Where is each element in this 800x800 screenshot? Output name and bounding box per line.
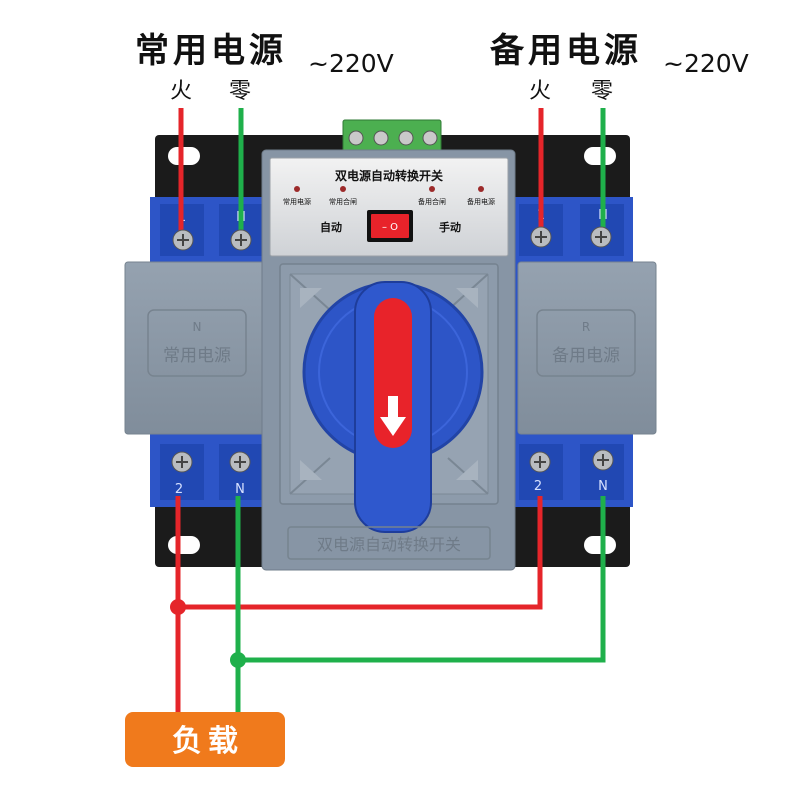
terminal-label-left-bottom-2: 2 <box>175 482 183 497</box>
right-cover: R 备用电源 <box>517 261 657 435</box>
screw-icon <box>229 451 251 473</box>
indicator-light-icon <box>429 186 435 192</box>
screw-icon <box>398 130 414 146</box>
down-arrow-icon <box>380 396 406 436</box>
rocker-button[interactable] <box>371 214 409 238</box>
knob-red-insert <box>374 298 412 448</box>
load-box: 负载 <box>125 712 285 767</box>
screw-icon <box>373 130 389 146</box>
indicator-light-icon <box>340 186 346 192</box>
terminal-screws <box>171 226 614 473</box>
indicator-label-backup-closed: 备用合闸 <box>418 197 446 206</box>
output-wires <box>170 496 606 716</box>
right-cover-plate <box>517 261 657 435</box>
backup-neutral-output-wire <box>238 496 606 663</box>
left-cover-label: 常用电源 <box>163 346 231 366</box>
primary-source-heading: 常用电源 ~220V 火 零 <box>135 31 394 104</box>
terminal-label-left-bottom-n: N <box>235 482 245 497</box>
terminal-label-right-bottom-2: 2 <box>534 479 542 494</box>
backup-source-voltage: ~220V <box>663 49 749 78</box>
screw-icon <box>590 226 612 248</box>
neutral-junction-dot <box>230 652 246 668</box>
screw-icon <box>348 130 364 146</box>
indicator-light-icon <box>478 186 484 192</box>
right-cover-label: 备用电源 <box>552 346 620 366</box>
screw-icon <box>171 451 193 473</box>
bottom-product-label: 双电源自动转换开关 <box>317 535 461 554</box>
load-label: 负载 <box>172 724 244 759</box>
screw-icon <box>422 130 438 146</box>
indicator-label-backup-source: 备用电源 <box>467 197 495 206</box>
right-cover-letter: R <box>582 320 590 334</box>
backup-live-output-wire <box>178 496 543 610</box>
panel-title: 双电源自动转换开关 <box>335 168 443 183</box>
screw-icon <box>172 229 194 251</box>
center-module: 双电源自动转换开关 常用电源 常用合闸 备用合闸 备用电源 自动 手动 – O <box>261 149 516 571</box>
backup-neutral-label: 零 <box>591 79 613 104</box>
primary-live-label: 火 <box>170 79 192 104</box>
left-cover-emboss-frame <box>147 309 247 377</box>
backup-live-label: 火 <box>529 79 551 104</box>
bottom-label-frame <box>287 526 491 560</box>
primary-source-title: 常用电源 <box>135 31 287 71</box>
mode-auto-label: 自动 <box>320 220 342 234</box>
input-wires <box>178 108 606 236</box>
indicator-label-primary-closed: 常用合闸 <box>329 197 357 206</box>
screw-icon <box>230 229 252 251</box>
primary-neutral-label: 零 <box>229 79 251 104</box>
indicator-light-icon <box>294 186 300 192</box>
right-cover-emboss-frame <box>536 309 636 377</box>
mounting-hole-icon <box>168 147 200 165</box>
mode-rocker-switch[interactable]: – O <box>367 210 413 242</box>
live-junction-dot <box>170 599 186 615</box>
left-cover: N 常用电源 <box>124 261 268 435</box>
primary-source-voltage: ~220V <box>308 49 394 78</box>
screw-icon <box>592 449 614 471</box>
screw-icon <box>530 226 552 248</box>
indicator-label-primary-source: 常用电源 <box>283 197 311 206</box>
backup-source-heading: 备用电源 ~220V 火 零 <box>490 31 749 104</box>
load-box-background <box>125 712 285 767</box>
rocker-label: – O <box>382 222 398 233</box>
backup-source-title: 备用电源 <box>490 31 642 71</box>
mode-manual-label: 手动 <box>439 220 461 234</box>
mounting-hole-icon <box>584 536 616 554</box>
mounting-hole-icon <box>168 536 200 554</box>
screw-icon <box>529 451 551 473</box>
mounting-hole-icon <box>584 147 616 165</box>
control-label-panel <box>269 157 509 257</box>
rotary-handle[interactable] <box>302 281 484 533</box>
terminal-label-right-bottom-n: N <box>598 479 608 494</box>
left-cover-letter: N <box>193 320 202 334</box>
control-terminal-block <box>342 119 442 153</box>
